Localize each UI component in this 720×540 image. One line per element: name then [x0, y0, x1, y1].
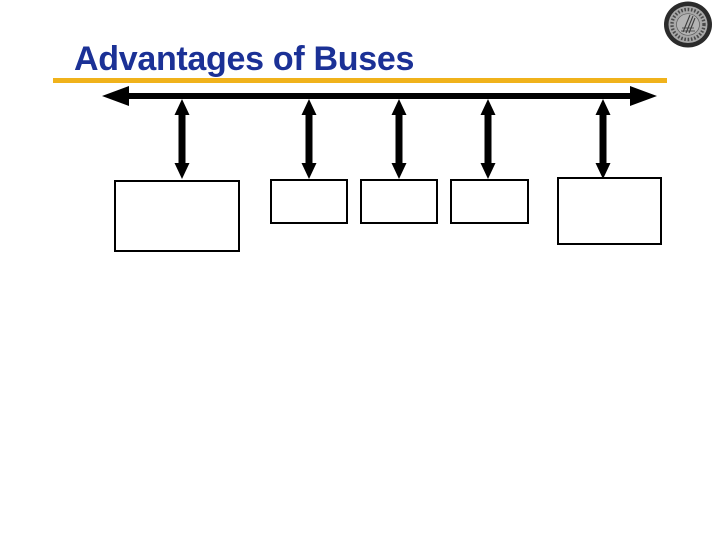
- title-underline: [53, 78, 667, 83]
- seal-microtext-ring: [670, 7, 706, 42]
- device-connector-arrow: [480, 99, 496, 179]
- seal-emblem-icon: [681, 14, 696, 34]
- seal-inner-disc: [676, 13, 700, 36]
- device-box: [557, 177, 662, 245]
- device-box: [450, 179, 529, 224]
- device-box: [114, 180, 240, 252]
- slide-title: Advantages of Buses: [74, 40, 415, 78]
- device-connector-arrow: [391, 99, 407, 179]
- university-seal-logo: [663, 1, 713, 48]
- device-connector-arrow: [174, 99, 190, 179]
- bus-arrow: [102, 86, 657, 106]
- device-connector-arrow: [595, 99, 611, 179]
- device-box: [270, 179, 348, 224]
- device-connector-arrow: [301, 99, 317, 179]
- device-box: [360, 179, 438, 224]
